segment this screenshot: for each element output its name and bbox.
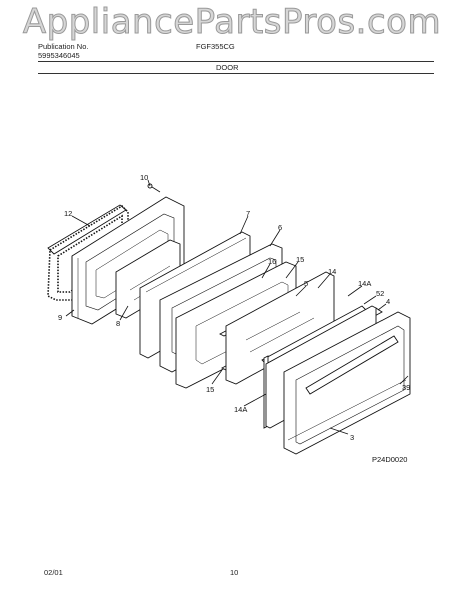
header-rule-bottom [38,73,434,74]
callout-14a-bottom: 14A [234,405,247,414]
footer-date: 02/01 [44,568,63,577]
callout-7: 7 [246,209,250,218]
footer-page: 10 [230,568,239,577]
callout-12: 12 [64,209,72,218]
callout-16: 16 [268,257,276,266]
callout-labels: 10 12 7 6 16 15 14 5 14A 52 4 9 8 15 39 … [58,173,410,442]
callout-10: 10 [140,173,148,182]
callout-8: 8 [116,319,120,328]
publication-number: 5995346045 [38,51,80,60]
part-3-outer-door-panel [283,311,411,455]
publication-label: Publication No. [38,42,89,51]
model-number: FGF355CG [196,42,235,51]
door-handle [305,335,399,395]
callout-52: 52 [376,289,384,298]
callout-3: 3 [350,433,354,442]
callout-39: 39 [402,383,410,392]
callout-5: 5 [304,279,308,288]
section-title: DOOR [216,63,239,72]
callout-14: 14 [328,267,336,276]
diagram-code: P24D0020 [372,455,407,464]
watermark: AppliancePartsPros.com [22,2,442,43]
leader-lines [65,179,409,435]
callout-15-top: 15 [296,255,304,264]
part-9-inner-door-frame [71,196,185,325]
header-rule-top [38,61,434,62]
callout-9: 9 [58,313,62,322]
callout-15-bottom: 15 [206,385,214,394]
callout-14a-top: 14A [358,279,371,288]
callout-6: 6 [278,223,282,232]
callout-4: 4 [386,297,390,306]
